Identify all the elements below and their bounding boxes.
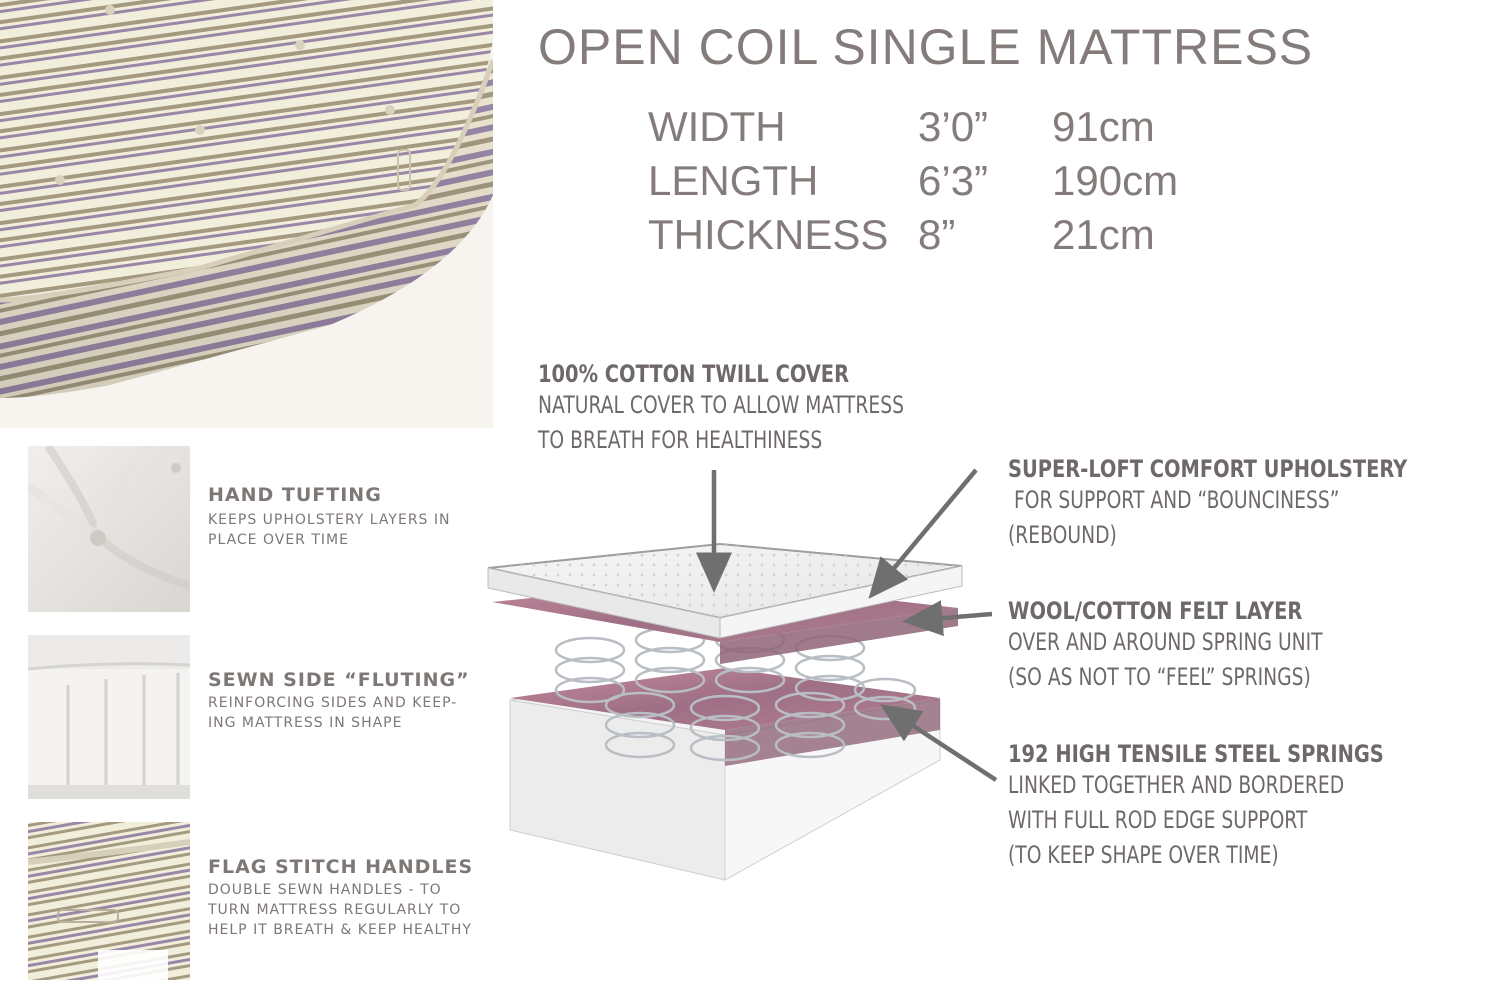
dimension-metric: 21cm	[1052, 211, 1155, 258]
flag-stitch-handles-image	[28, 822, 190, 980]
product-title: OPEN COIL SINGLE MATTRESS	[538, 19, 1314, 75]
sewn-side-fluting-image	[28, 635, 190, 799]
callout-title: SUPER-LOFT COMFORT UPHOLSTERY	[1008, 455, 1408, 483]
dimension-name: THICKNESS	[648, 211, 889, 258]
dimension-imperial: 6’3”	[918, 157, 989, 204]
callout-description: NATURAL COVER TO ALLOW MATTRESS TO BREAT…	[538, 391, 904, 454]
dimension-imperial: 3’0”	[918, 103, 989, 150]
hand-tufting-image	[28, 446, 190, 612]
mattress-cutaway-diagram	[480, 530, 970, 900]
feature-title: FLAG STITCH HANDLES	[208, 856, 474, 878]
dimension-name: LENGTH	[648, 157, 819, 204]
feature-flag-stitch-handles: FLAG STITCH HANDLES DOUBLE SEWN HANDLES …	[208, 856, 473, 940]
callout-title: 100% COTTON TWILL COVER	[538, 360, 850, 388]
callout-title: WOOL/COTTON FELT LAYER	[1008, 597, 1303, 625]
callout-description: LINKED TOGETHER AND BORDERED WITH FULL R…	[1008, 771, 1345, 869]
feature-description: REINFORCING SIDES AND KEEP- ING MATTRESS…	[208, 695, 458, 731]
callout-title: 192 HIGH TENSILE STEEL SPRINGS	[1008, 740, 1384, 768]
feature-sewn-side-fluting: SEWN SIDE “FLUTING” REINFORCING SIDES AN…	[208, 669, 470, 733]
dimension-metric: 190cm	[1052, 157, 1179, 204]
callout-wool-cotton-felt: WOOL/COTTON FELT LAYER OVER AND AROUND S…	[1008, 597, 1411, 695]
callout-cotton-twill-cover: 100% COTTON TWILL COVER NATURAL COVER TO…	[538, 360, 1007, 458]
feature-title: HAND TUFTING	[208, 484, 382, 506]
dimension-row-length: LENGTH 6’3” 190cm	[648, 154, 1178, 208]
callout-description: FOR SUPPORT AND “BOUNCINESS” (REBOUND)	[1008, 486, 1340, 549]
feature-title: SEWN SIDE “FLUTING”	[208, 669, 470, 691]
dimension-imperial: 8”	[918, 211, 956, 258]
callout-description: OVER AND AROUND SPRING UNIT (SO AS NOT T…	[1008, 628, 1323, 691]
feature-description: DOUBLE SEWN HANDLES - TO TURN MATTRESS R…	[208, 882, 472, 938]
feature-description: KEEPS UPHOLSTERY LAYERS IN PLACE OVER TI…	[208, 512, 451, 548]
dimensions-table: WIDTH 3’0” 91cm LENGTH 6’3” 190cm THICKN…	[648, 100, 1178, 262]
dimension-row-thickness: THICKNESS 8” 21cm	[648, 208, 1178, 262]
dimension-metric: 91cm	[1052, 103, 1155, 150]
mattress-hero-image	[0, 0, 493, 428]
dimension-name: WIDTH	[648, 103, 786, 150]
dimension-row-width: WIDTH 3’0” 91cm	[648, 100, 1178, 154]
callout-super-loft-upholstery: SUPER-LOFT COMFORT UPHOLSTERY FOR SUPPOR…	[1008, 455, 1452, 553]
callout-steel-springs: 192 HIGH TENSILE STEEL SPRINGS LINKED TO…	[1008, 740, 1439, 873]
feature-hand-tufting: HAND TUFTING KEEPS UPHOLSTERY LAYERS IN …	[208, 484, 450, 550]
